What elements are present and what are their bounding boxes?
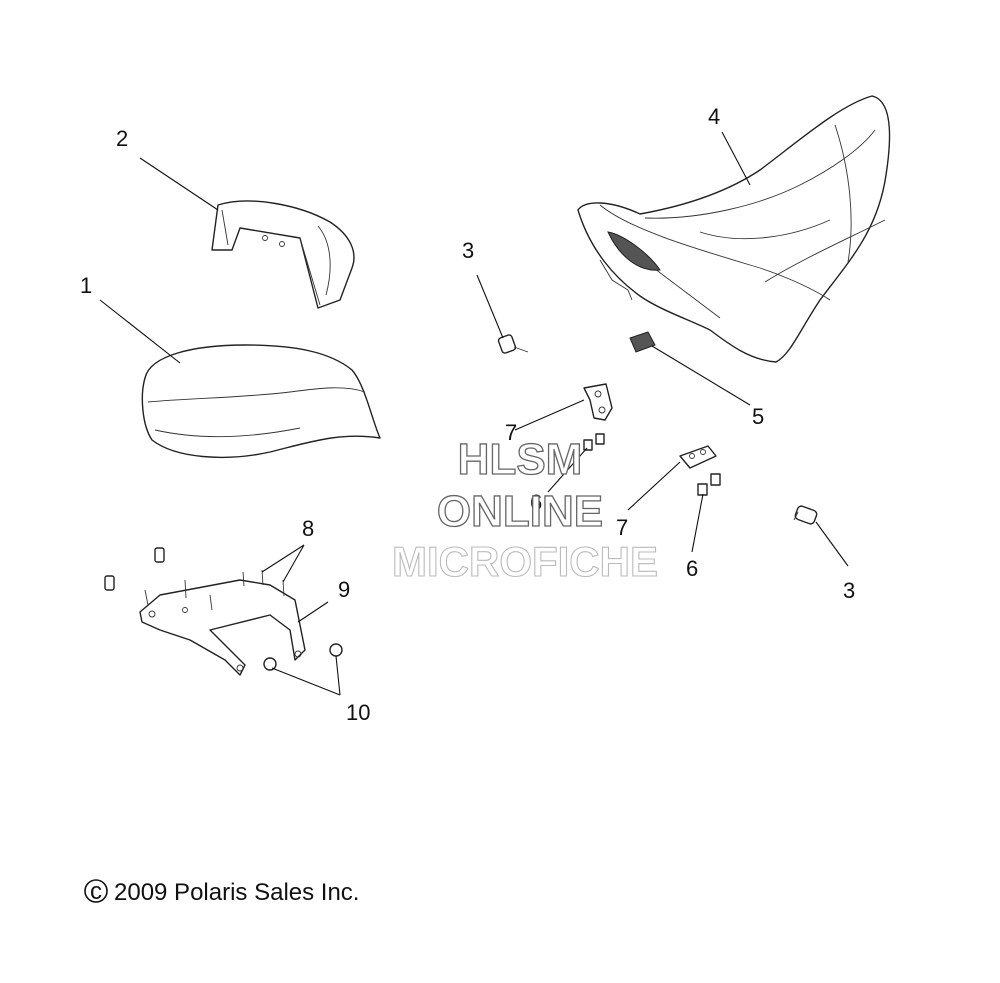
part-7-bracket-lower xyxy=(679,445,717,469)
watermark-line-3: MICROFICHE xyxy=(392,538,658,585)
part-6-screws-lower xyxy=(697,473,721,496)
callout-1: 1 xyxy=(80,273,92,298)
callout-7-upper: 7 xyxy=(505,420,517,445)
part-3-screw-upper xyxy=(497,334,529,354)
leader-lines xyxy=(99,131,849,696)
callout-5: 5 xyxy=(752,404,764,429)
copyright-symbol: c xyxy=(90,878,102,905)
callout-3-upper: 3 xyxy=(462,238,474,263)
callout-7-lower: 7 xyxy=(616,515,628,540)
part-3-screw-lower xyxy=(793,505,818,525)
part-5-clip xyxy=(629,331,656,353)
callout-4: 4 xyxy=(708,104,720,129)
part-10-nuts xyxy=(263,643,343,671)
copyright-text: 2009 Polaris Sales Inc. xyxy=(114,879,359,906)
part-7-bracket-upper xyxy=(583,383,613,421)
watermark: HLSM ONLINE MICROFICHE xyxy=(391,434,658,585)
callout-2: 2 xyxy=(116,126,128,151)
callout-10: 10 xyxy=(346,700,370,725)
watermark-line-1: HLSM xyxy=(458,435,583,484)
callout-3-lower: 3 xyxy=(843,578,855,603)
part-2-backrest xyxy=(211,200,355,309)
copyright: c 2009 Polaris Sales Inc. xyxy=(84,878,359,906)
part-6-screws-upper xyxy=(583,433,605,451)
callout-8: 8 xyxy=(302,516,314,541)
part-1-passenger-seat xyxy=(141,344,381,459)
part-4-driver-seat xyxy=(577,95,891,363)
callout-9: 9 xyxy=(338,577,350,602)
callout-6-upper: 6 xyxy=(530,490,542,515)
part-8-studs xyxy=(104,547,285,611)
watermark-line-2: ONLINE xyxy=(437,487,603,536)
part-9-mount-plate xyxy=(139,579,306,676)
callout-6-lower: 6 xyxy=(686,556,698,581)
